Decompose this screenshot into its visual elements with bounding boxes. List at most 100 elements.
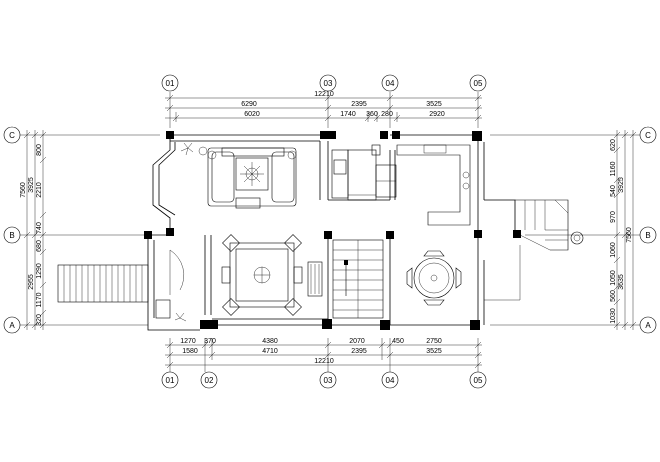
- column: [200, 320, 210, 329]
- axis-label-top-04: 04: [386, 79, 395, 88]
- dim-bottom-row1-a: 1270: [180, 338, 196, 345]
- column: [210, 320, 218, 329]
- dim-right-inner-4: 1060: [610, 242, 617, 258]
- wall-shelf: [307, 261, 323, 297]
- round-dining-table: [406, 250, 462, 306]
- axis-bubble-top-04: [381, 74, 399, 92]
- dim-left-inner-3: 680: [36, 240, 43, 252]
- axis-label-bottom-01: 01: [166, 376, 175, 385]
- bottom-axis-markers: 01 02 03 04 05: [161, 371, 487, 389]
- dim-right-inner-2: 540: [610, 185, 617, 197]
- dim-bottom-row1-b: 370: [204, 338, 216, 345]
- dim-right-inner-3: 970: [610, 211, 617, 223]
- dim-left-inner-6: 320: [36, 314, 43, 326]
- column: [386, 231, 394, 239]
- column: [328, 131, 336, 139]
- axis-label-bottom-05: 05: [474, 376, 483, 385]
- column: [166, 131, 174, 139]
- right-dimension-lines: [490, 130, 640, 330]
- column: [513, 230, 521, 238]
- axis-bubble-bottom-02: [200, 371, 218, 389]
- dim-right-inner-6: 560: [610, 290, 617, 302]
- axis-label-right-b: B: [645, 231, 650, 240]
- column: [166, 228, 174, 236]
- column: [144, 231, 152, 239]
- axis-bubble-top-05: [469, 74, 487, 92]
- interior-staircase: [332, 239, 384, 319]
- column: [380, 131, 388, 139]
- dim-bottom-row2-a: 1580: [182, 348, 198, 355]
- axis-bubble-bottom-04: [381, 371, 399, 389]
- axis-label-left-a: A: [9, 321, 15, 330]
- bottom-dimension-lines: [165, 338, 482, 372]
- dim-bottom-row1-f: 2750: [426, 338, 442, 345]
- column: [324, 231, 332, 239]
- dim-top-total: 12210: [314, 91, 334, 98]
- entry-door-swing: [155, 249, 185, 319]
- axis-label-left-c: C: [9, 131, 15, 140]
- dim-right-inner-5: 1050: [610, 270, 617, 286]
- dim-top-row2-e: 2920: [429, 111, 445, 118]
- kitchen-area: [331, 144, 471, 226]
- axis-bubble-bottom-05: [469, 371, 487, 389]
- axis-label-top-03: 03: [324, 79, 333, 88]
- dim-bottom-row2-d: 3525: [426, 348, 442, 355]
- axis-label-top-05: 05: [474, 79, 483, 88]
- axis-label-right-a: A: [645, 321, 651, 330]
- dim-right-total: 7560: [626, 227, 633, 243]
- column: [322, 319, 332, 329]
- left-dimension-lines: [20, 130, 160, 330]
- interior-walls: [204, 141, 396, 325]
- dim-top-row2-d: 280: [381, 111, 393, 118]
- axis-bubble-top-01: [161, 74, 179, 92]
- axis-label-bottom-04: 04: [386, 376, 395, 385]
- dim-bottom-row1-e: 450: [392, 338, 404, 345]
- column: [470, 320, 480, 330]
- entry-staircase-left: [57, 264, 149, 303]
- column: [380, 320, 390, 330]
- column: [392, 131, 400, 139]
- level-marker-icon: [570, 231, 584, 245]
- dim-right-outer-b: 3635: [618, 274, 625, 290]
- top-axis-markers: 01 03 04 05: [161, 74, 487, 92]
- exterior-walls: [147, 134, 516, 331]
- dim-bottom-row1-d: 2070: [349, 338, 365, 345]
- top-dimension-lines: [165, 92, 482, 128]
- dim-left-inner-1: 2210: [36, 182, 43, 198]
- dim-bottom-row2-b: 4710: [262, 348, 278, 355]
- axis-label-right-c: C: [645, 131, 651, 140]
- dim-top-row1-b: 2395: [351, 101, 367, 108]
- dim-left-inner-4: 1290: [36, 263, 43, 279]
- left-axis-markers: C B A: [3, 126, 21, 334]
- dim-right-outer-a: 3925: [618, 177, 625, 193]
- dim-left-total: 7560: [20, 182, 27, 198]
- dim-bottom-row1-c: 4380: [262, 338, 278, 345]
- dim-bottom-total: 12210: [314, 358, 334, 365]
- dim-bottom-row2-c: 2395: [351, 348, 367, 355]
- column: [472, 131, 482, 141]
- exterior-staircase-right: [484, 199, 569, 301]
- dim-left-inner-0: 800: [36, 144, 43, 156]
- axis-label-bottom-03: 03: [324, 376, 333, 385]
- column: [474, 230, 482, 238]
- dim-top-row2-c: 360: [366, 111, 378, 118]
- dim-right-inner-1: 1160: [610, 161, 617, 176]
- axis-bubble-top-03: [319, 74, 337, 92]
- column: [320, 131, 328, 139]
- dining-table-set: [221, 234, 303, 316]
- right-axis-markers: C B A: [639, 126, 657, 334]
- dim-left-inner-2: 740: [36, 222, 43, 234]
- dim-top-row2-a: 6020: [244, 111, 260, 118]
- axis-label-bottom-02: 02: [205, 376, 214, 385]
- dim-left-inner-5: 1170: [36, 292, 43, 307]
- dim-left-outer-a: 3925: [28, 177, 35, 193]
- structural-columns: [144, 131, 521, 330]
- dim-top-row1-c: 3525: [426, 101, 442, 108]
- dim-top-row2-b: 1740: [340, 111, 356, 118]
- dim-right-inner-7: 1030: [610, 308, 617, 324]
- axis-bubble-bottom-03: [319, 371, 337, 389]
- axis-bubble-bottom-01: [161, 371, 179, 389]
- plant-decor: [174, 142, 208, 322]
- living-room-sofa-set: [207, 147, 297, 209]
